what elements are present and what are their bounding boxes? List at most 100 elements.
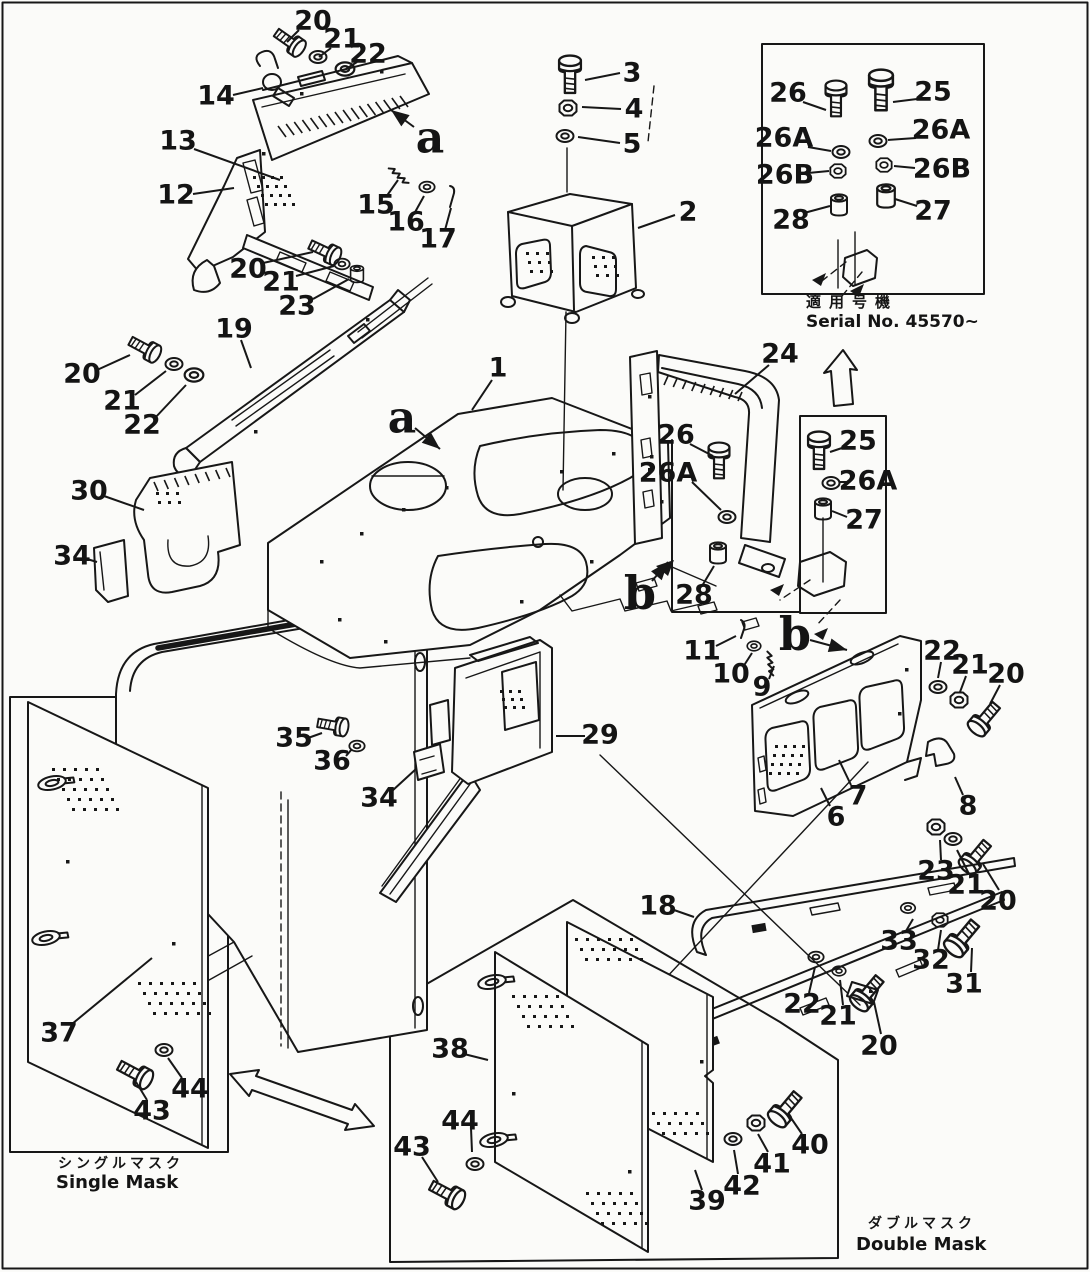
perforation-dot (187, 992, 190, 995)
perforation-dot (640, 1212, 643, 1215)
leader-line-34-55 (391, 768, 417, 792)
leader-line-21-11 (295, 265, 335, 277)
perforation-dot (522, 1015, 525, 1018)
leader-line-21-61 (134, 370, 167, 396)
view-arrowhead-b (827, 638, 847, 653)
part-label-5-15: 5 (623, 129, 642, 160)
hatch-line (309, 117, 320, 130)
part-label-23-12: 23 (278, 291, 316, 322)
part-label-21-11: 21 (262, 267, 300, 298)
part-label-43-70: 43 (393, 1132, 431, 1163)
part-label-34-58: 34 (53, 541, 91, 572)
single-mask-caption-jp: シングルマスク (58, 1155, 184, 1172)
perforation-dot (116, 808, 119, 811)
perforation-dot (775, 745, 778, 748)
perforation-dot (634, 1222, 637, 1225)
mounting-hardware-inset-box (656, 415, 887, 640)
perforation-dot (612, 1222, 615, 1225)
hatch-line (383, 99, 393, 112)
perforation-dot (168, 501, 171, 504)
perforation-dot (62, 788, 65, 791)
perforation-dot (645, 1222, 648, 1225)
perforation-dot (253, 176, 256, 179)
perforation-dot (160, 982, 163, 985)
leader-line-26-17 (802, 101, 827, 111)
part-label-20-52: 20 (860, 1031, 898, 1062)
part-label-4-14: 4 (625, 94, 644, 125)
perforation-dot (320, 560, 324, 564)
double-mask-caption-jp: ダブルマスク (868, 1215, 976, 1232)
part-label-28-31: 28 (675, 580, 713, 611)
perforation-dot (74, 768, 77, 771)
perforation-dot (536, 252, 539, 255)
perforation-dot (630, 1192, 633, 1195)
perforation-dot (284, 185, 287, 188)
perforation-dot (57, 778, 60, 781)
part-label-26B-22: 26B (913, 154, 971, 185)
perforation-dot (511, 698, 514, 701)
leader-line-20-0 (286, 29, 300, 43)
leader-line-44-69 (470, 1127, 473, 1153)
perforation-dot (650, 455, 654, 459)
perforation-dot (517, 1005, 520, 1008)
part-label-7-41: 7 (849, 781, 868, 812)
part-label-27-24: 27 (914, 196, 952, 227)
perforation-dot (300, 92, 304, 96)
part-label-28-23: 28 (772, 205, 810, 236)
perforation-dot (526, 252, 529, 255)
perforation-dot (101, 778, 104, 781)
hatch-line (326, 113, 336, 126)
perforation-dot (178, 501, 181, 504)
hatch-line (194, 473, 200, 484)
perforation-dot (802, 745, 805, 748)
perforation-dot (624, 1202, 627, 1205)
hatch-line (163, 479, 170, 490)
leader-line-23-12 (312, 278, 350, 300)
leader-line-20-10 (262, 251, 314, 264)
hatch-line (350, 107, 360, 120)
leader-line-21-38 (959, 675, 967, 693)
part-label-22-2: 22 (349, 39, 387, 70)
perforation-dot (561, 1005, 564, 1008)
part-label-14-3: 14 (197, 81, 235, 112)
hatch-line (358, 105, 368, 118)
part-label-32-48: 32 (912, 945, 950, 976)
perforation-dot (266, 185, 269, 188)
part-label-25-18: 25 (914, 77, 952, 108)
perforation-dot (560, 470, 564, 474)
perforation-dot (787, 772, 790, 775)
part-label-39-71: 39 (688, 1186, 726, 1217)
leader-line-28-23 (803, 205, 831, 214)
part-label-b-32: b (624, 566, 656, 620)
perforation-dot (657, 1122, 660, 1125)
leader-line-39-71 (694, 1169, 703, 1191)
perforation-dot (380, 70, 384, 74)
leader-line-21-44 (956, 849, 970, 875)
perforation-dot (784, 745, 787, 748)
perforation-dot (596, 274, 599, 277)
perforation-dot (690, 1122, 693, 1125)
perforation-dot (90, 778, 93, 781)
perforation-dot (596, 958, 599, 961)
leader-line-27-24 (894, 198, 918, 207)
leader-line-17-9 (444, 207, 452, 231)
perforation-dot (597, 938, 600, 941)
part-label-17-9: 17 (419, 224, 457, 255)
perforation-dot (602, 948, 605, 951)
part-label-20-60: 20 (63, 359, 101, 390)
perforation-dot (153, 1012, 156, 1015)
leader-line-16-8 (413, 195, 425, 215)
hatch-line (374, 101, 385, 114)
hatch-line (366, 103, 377, 116)
perforation-dot (545, 995, 548, 998)
side-panel-part-6-7 (599, 619, 956, 1011)
hatch-line (399, 95, 409, 108)
perforation-dot (520, 698, 523, 701)
perforation-dot (782, 754, 785, 757)
view-arrowhead-a (391, 110, 410, 127)
leader-line-26A-20 (887, 137, 917, 141)
leader-line-22-2 (345, 61, 358, 70)
perforation-dot (193, 982, 196, 985)
leader-line-2-16 (637, 214, 676, 229)
perforation-dot (538, 261, 541, 264)
